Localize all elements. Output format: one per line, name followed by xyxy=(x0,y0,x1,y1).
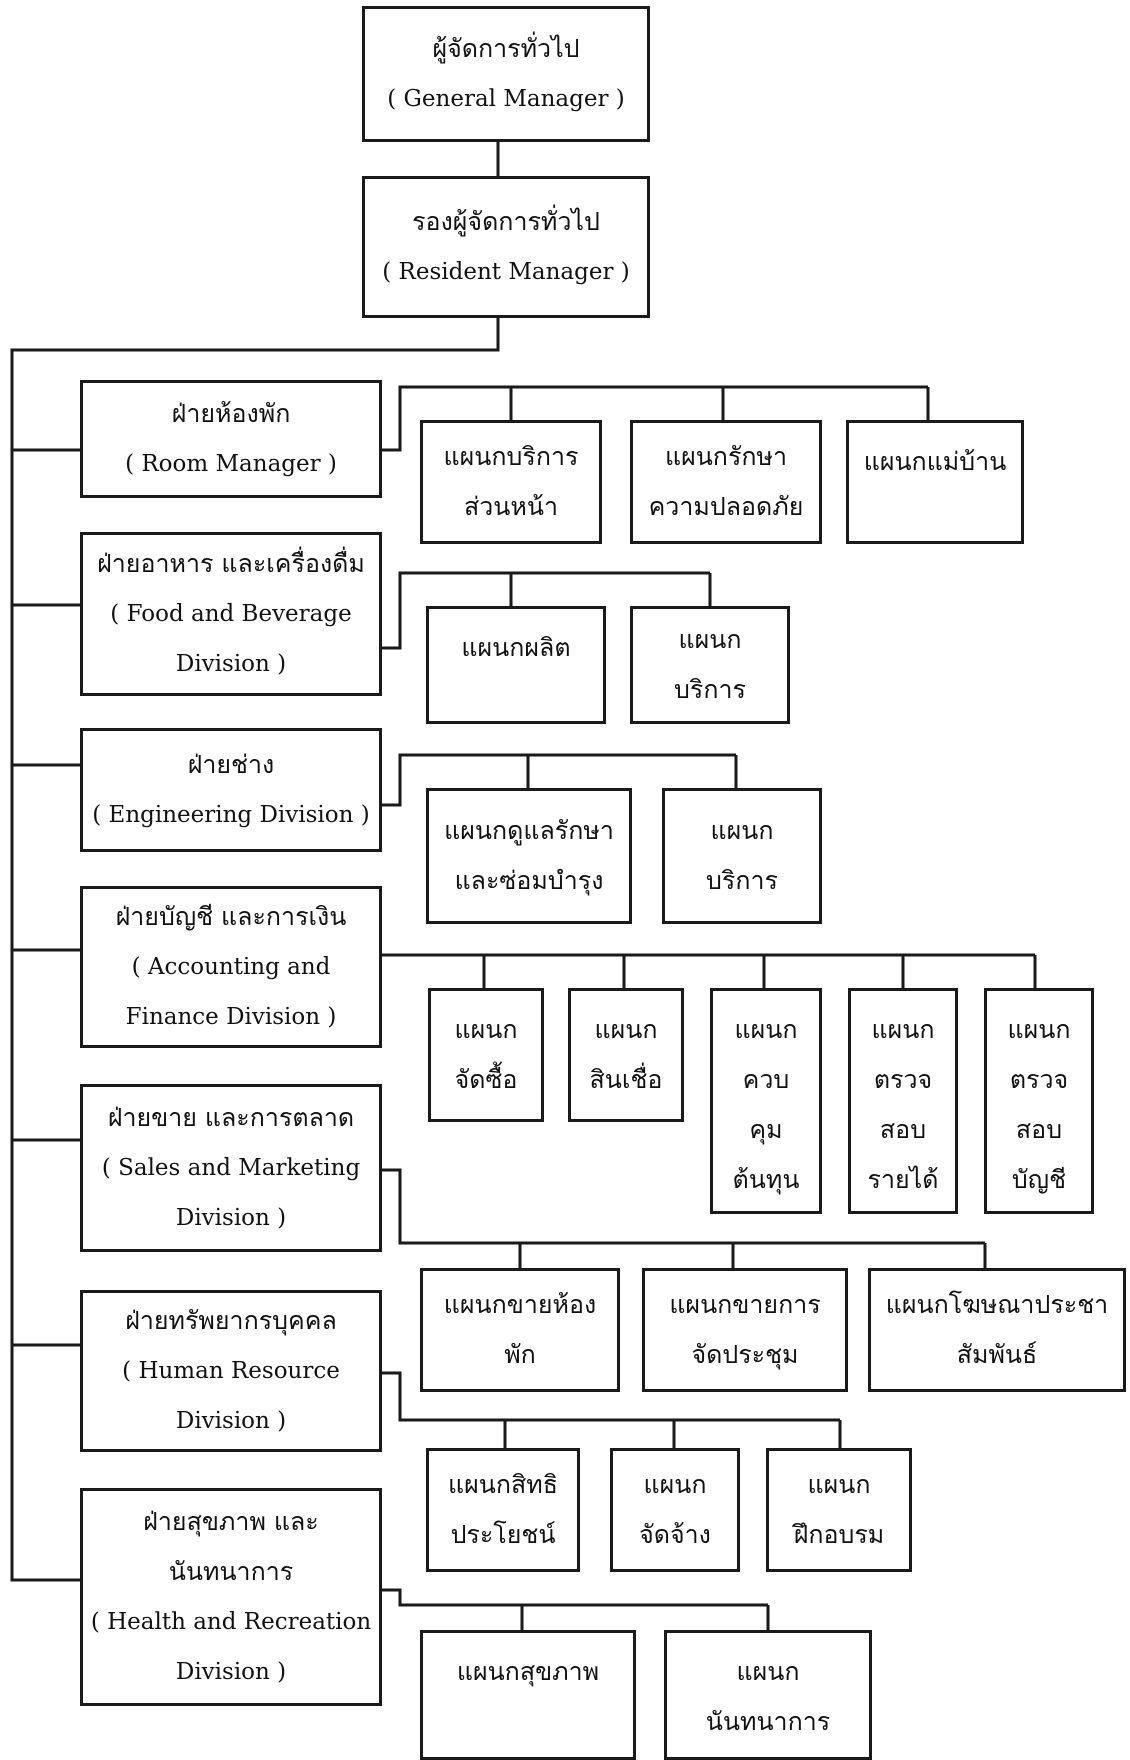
division-acc-thai: ฝ่ายบัญชี และการเงิน xyxy=(115,902,347,931)
unit-purchasing: แผนก จัดซื้อ xyxy=(428,988,544,1122)
unit-health: แผนกสุขภาพ xyxy=(420,1630,636,1760)
division-health-english-2: Division ) xyxy=(175,1659,287,1685)
general-manager-box: ผู้จัดการทั่วไป ( General Manager ) xyxy=(362,6,650,142)
unit-security: แผนกรักษา ความปลอดภัย xyxy=(630,420,822,544)
unit-credit: แผนก สินเชื่อ xyxy=(568,988,684,1122)
unit-label-1: แผนก xyxy=(807,1470,871,1499)
division-sales-thai: ฝ่ายขาย และการตลาด xyxy=(107,1103,355,1132)
resident-manager-box: รองผู้จัดการทั่วไป ( Resident Manager ) xyxy=(362,176,650,318)
division-acc-english-2: Finance Division ) xyxy=(125,1004,337,1030)
unit-label-2: สัมพันธ์ xyxy=(956,1340,1038,1369)
division-fb-english-2: Division ) xyxy=(175,651,287,677)
unit-label-2: ความปลอดภัย xyxy=(648,492,804,521)
gm-thai: ผู้จัดการทั่วไป xyxy=(432,34,580,63)
unit-label-4: ต้นทุน xyxy=(732,1165,800,1194)
unit-recruitment: แผนก จัดจ้าง xyxy=(610,1448,740,1572)
division-health-thai-1: ฝ่ายสุขภาพ และ xyxy=(143,1507,319,1536)
division-room: ฝ่ายห้องพัก ( Room Manager ) xyxy=(80,380,382,498)
unit-label-1: แผนก xyxy=(871,1015,935,1044)
division-room-english: ( Room Manager ) xyxy=(125,451,337,477)
unit-label-1: แผนก xyxy=(736,1657,800,1686)
unit-label-2: ฝึกอบรม xyxy=(793,1520,885,1549)
unit-label-2: ส่วนหน้า xyxy=(464,492,558,521)
unit-label-3: สอบ xyxy=(879,1115,927,1144)
division-eng-thai: ฝ่ายช่าง xyxy=(187,750,275,779)
unit-label-1: แผนก xyxy=(594,1015,658,1044)
unit-label-3: สอบ xyxy=(1015,1115,1063,1144)
unit-label-2: บริการ xyxy=(674,675,746,704)
unit-account-audit: แผนก ตรวจ สอบ บัญชี xyxy=(984,988,1094,1214)
unit-training: แผนก ฝึกอบรม xyxy=(766,1448,912,1572)
division-fb-english-1: ( Food and Beverage xyxy=(110,601,352,627)
unit-front-office: แผนกบริการ ส่วนหน้า xyxy=(420,420,602,544)
unit-label-1: แผนกสิทธิ xyxy=(448,1470,558,1499)
division-room-thai: ฝ่ายห้องพัก xyxy=(171,399,291,428)
division-human-resource: ฝ่ายทรัพยากรบุคคล ( Human Resource Divis… xyxy=(80,1290,382,1452)
division-health-english-1: ( Health and Recreation xyxy=(90,1609,372,1635)
unit-label-1: แผนกดูแลรักษา xyxy=(444,816,614,845)
unit-label-1: แผนกแม่บ้าน xyxy=(863,447,1007,476)
division-sales-english-1: ( Sales and Marketing xyxy=(101,1155,361,1181)
unit-label-2: จัดประชุม xyxy=(691,1340,799,1369)
division-hr-thai: ฝ่ายทรัพยากรบุคคล xyxy=(125,1306,337,1335)
unit-label-2: บริการ xyxy=(706,866,778,895)
unit-label-1: แผนก xyxy=(643,1470,707,1499)
unit-label-2: ประโยชน์ xyxy=(450,1520,556,1549)
unit-label-1: แผนก xyxy=(710,816,774,845)
unit-label-3: คุม xyxy=(749,1115,783,1144)
unit-label-2: นันทนาการ xyxy=(705,1707,831,1736)
division-food-beverage: ฝ่ายอาหาร และเครื่องดื่ม ( Food and Beve… xyxy=(80,532,382,696)
unit-label-2: พัก xyxy=(504,1340,536,1369)
unit-label-1: แผนกโฆษณาประชา xyxy=(885,1290,1109,1319)
unit-label-1: แผนก xyxy=(454,1015,518,1044)
unit-label-4: บัญชี xyxy=(1011,1165,1067,1194)
unit-label-2: สินเชื่อ xyxy=(589,1065,663,1094)
unit-fb-service: แผนก บริการ xyxy=(630,606,790,724)
unit-room-sales: แผนกขายห้อง พัก xyxy=(420,1268,620,1392)
division-health-thai-2: นันทนาการ xyxy=(168,1557,294,1586)
unit-label-2: และซ่อมบำรุง xyxy=(454,866,604,895)
division-hr-english-2: Division ) xyxy=(175,1408,287,1434)
unit-label-2: จัดซื้อ xyxy=(454,1065,518,1094)
unit-meeting-sales: แผนกขายการ จัดประชุม xyxy=(642,1268,848,1392)
unit-label-2: ตรวจ xyxy=(1009,1065,1069,1094)
division-eng-english: ( Engineering Division ) xyxy=(92,802,370,828)
unit-income-audit: แผนก ตรวจ สอบ รายได้ xyxy=(848,988,958,1214)
unit-label-1: แผนกขายการ xyxy=(669,1290,821,1319)
unit-public-relations: แผนกโฆษณาประชา สัมพันธ์ xyxy=(868,1268,1126,1392)
division-fb-thai: ฝ่ายอาหาร และเครื่องดื่ม xyxy=(97,549,365,578)
unit-recreation: แผนก นันทนาการ xyxy=(664,1630,872,1760)
division-sales-english-2: Division ) xyxy=(175,1205,287,1231)
division-accounting: ฝ่ายบัญชี และการเงิน ( Accounting and Fi… xyxy=(80,886,382,1048)
unit-label-1: แผนกบริการ xyxy=(443,442,579,471)
rm-thai: รองผู้จัดการทั่วไป xyxy=(412,207,600,236)
unit-housekeeping: แผนกแม่บ้าน xyxy=(846,420,1024,544)
unit-label-2: ตรวจ xyxy=(873,1065,933,1094)
unit-label-1: แผนก xyxy=(678,625,742,654)
unit-label-1: แผนกขายห้อง xyxy=(443,1290,597,1319)
unit-label-1: แผนก xyxy=(734,1015,798,1044)
unit-eng-service: แผนก บริการ xyxy=(662,788,822,924)
gm-english: ( General Manager ) xyxy=(387,86,625,112)
unit-cost-control: แผนก ควบ คุม ต้นทุน xyxy=(710,988,822,1214)
unit-label-1: แผนกรักษา xyxy=(664,442,788,471)
unit-label-2: จัดจ้าง xyxy=(639,1520,711,1549)
unit-label-1: แผนก xyxy=(1007,1015,1071,1044)
division-hr-english-1: ( Human Resource xyxy=(122,1358,340,1384)
unit-label-2: ควบ xyxy=(742,1065,790,1094)
unit-maintenance: แผนกดูแลรักษา และซ่อมบำรุง xyxy=(426,788,632,924)
unit-label-4: รายได้ xyxy=(867,1165,939,1194)
rm-english: ( Resident Manager ) xyxy=(382,259,630,285)
division-health-recreation: ฝ่ายสุขภาพ และ นันทนาการ ( Health and Re… xyxy=(80,1488,382,1706)
division-engineering: ฝ่ายช่าง ( Engineering Division ) xyxy=(80,728,382,852)
unit-label-1: แผนกสุขภาพ xyxy=(456,1657,600,1686)
unit-label-1: แผนกผลิต xyxy=(461,633,571,662)
unit-benefits: แผนกสิทธิ ประโยชน์ xyxy=(426,1448,580,1572)
division-sales-marketing: ฝ่ายขาย และการตลาด ( Sales and Marketing… xyxy=(80,1084,382,1252)
unit-production: แผนกผลิต xyxy=(426,606,606,724)
division-acc-english-1: ( Accounting and xyxy=(131,954,331,980)
